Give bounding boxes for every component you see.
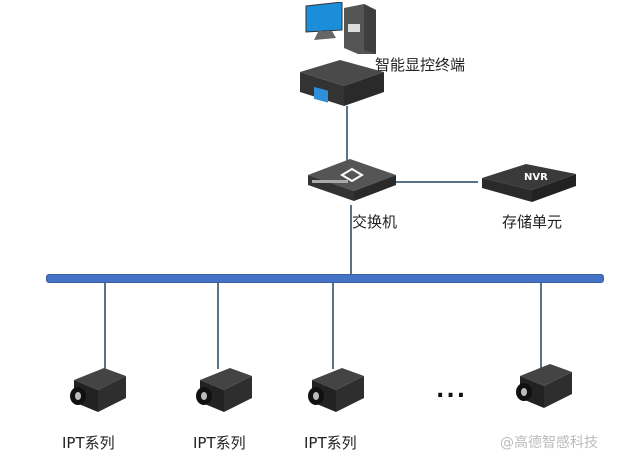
network-bus	[46, 274, 604, 283]
server-icon	[296, 58, 388, 108]
nvr-text: NVR	[524, 172, 548, 183]
terminal-switch-line	[346, 106, 348, 162]
switch-bus-line	[350, 205, 352, 275]
ellipsis: ...	[436, 378, 468, 403]
watermark: @高德智感科技	[500, 435, 598, 451]
camera-1	[64, 366, 128, 418]
camera-1-line	[104, 283, 106, 369]
terminal-label: 智能显控终端	[375, 56, 466, 74]
camera-2-line	[217, 283, 219, 369]
camera-4	[510, 362, 574, 414]
nvr-icon: NVR	[480, 160, 578, 204]
camera-2	[190, 366, 254, 418]
camera-2-label: IPT系列	[193, 434, 246, 452]
camera-3-line	[332, 283, 334, 369]
camera-1-label: IPT系列	[62, 434, 115, 452]
switch-nvr-line	[396, 181, 478, 183]
switch-icon	[306, 155, 398, 203]
camera-3-label: IPT系列	[304, 434, 357, 452]
storage-label: 存储单元	[502, 213, 563, 231]
camera-4-line	[540, 283, 542, 369]
camera-3	[302, 366, 366, 418]
switch-label: 交换机	[352, 213, 398, 231]
pc-icon	[302, 1, 382, 54]
